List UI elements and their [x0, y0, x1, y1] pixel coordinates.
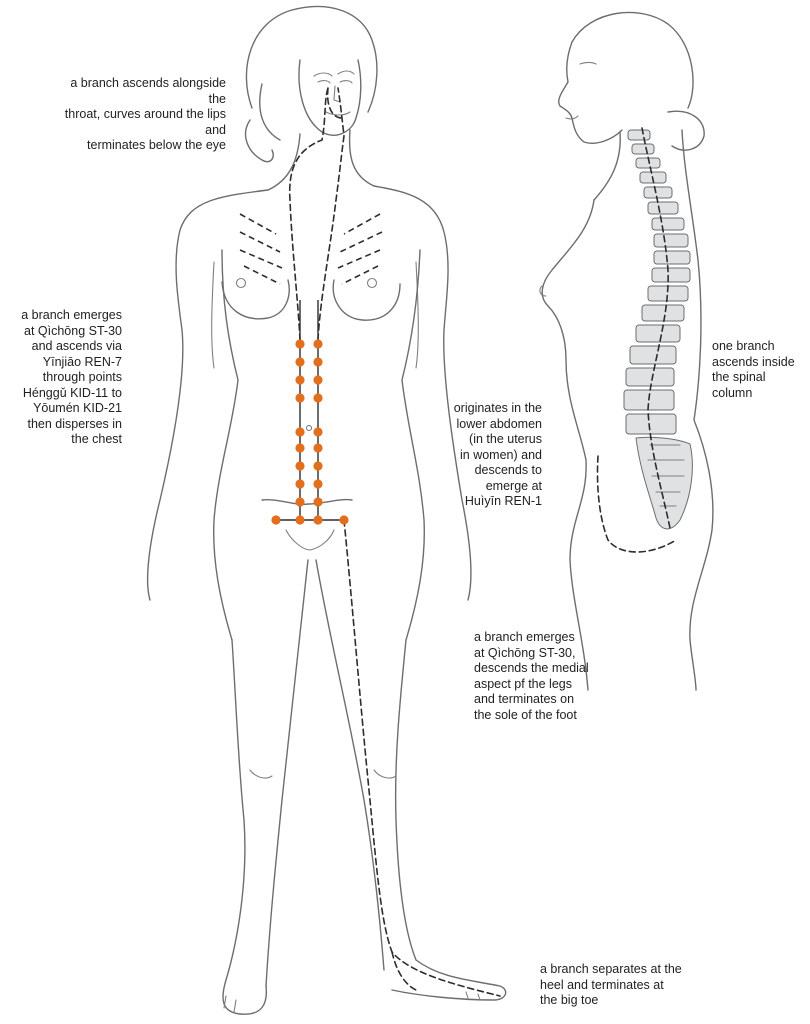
acupoint	[295, 357, 305, 367]
front-figure	[146, 5, 507, 1015]
acupoint	[295, 339, 305, 349]
annotation-throat-branch: a branch ascends alongside the throat, c…	[64, 76, 226, 152]
acupoint	[313, 497, 323, 507]
acupoint	[339, 515, 349, 525]
acupoint	[313, 461, 323, 471]
acupoint	[313, 443, 323, 453]
annotation-leg-branch: a branch emerges at Qìchōng ST-30, desce…	[474, 630, 589, 722]
acupoint	[295, 479, 305, 489]
acupoint	[295, 443, 305, 453]
annotation-chest-branch: a branch emerges at Qìchōng ST-30 and as…	[21, 308, 122, 446]
acupoint	[313, 393, 323, 403]
spine-illustration	[623, 127, 693, 530]
acupoint	[313, 339, 323, 349]
acupoint	[313, 515, 323, 525]
origin-channel-line	[596, 455, 677, 553]
acupoint	[295, 375, 305, 385]
acupoint	[295, 497, 305, 507]
front-channel-lines	[239, 87, 501, 997]
annotation-spinal-branch: one branch ascends inside the spinal col…	[712, 339, 795, 400]
acupoint	[295, 427, 305, 437]
acupoint	[295, 393, 305, 403]
acupoint	[313, 479, 323, 489]
acupoint	[271, 515, 281, 525]
acupoint	[295, 461, 305, 471]
annotation-origin: originates in the lower abdomen (in the …	[453, 401, 542, 508]
acupoint	[313, 427, 323, 437]
side-figure	[539, 11, 714, 691]
acupoint	[313, 375, 323, 385]
acupoint	[295, 515, 305, 525]
navel	[306, 425, 312, 431]
acupoint	[313, 357, 323, 367]
annotation-toe-branch: a branch separates at the heel and termi…	[540, 962, 682, 1007]
acupoint-markers	[271, 339, 349, 525]
